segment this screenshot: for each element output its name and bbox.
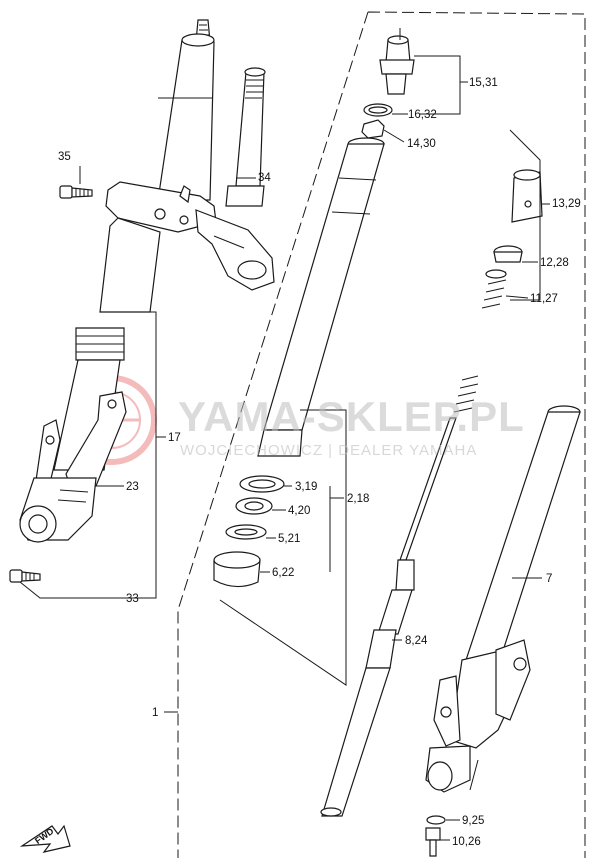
callout-17: 17 <box>168 432 181 444</box>
callout-1: 1 <box>152 707 159 719</box>
callout-15-31: 15,31 <box>469 77 498 89</box>
left-fork-assembly <box>19 19 275 543</box>
callout-7: 7 <box>546 573 553 585</box>
callout-11-27: 11,27 <box>530 293 558 305</box>
callout-34: 34 <box>258 172 271 184</box>
bolt-10-26 <box>425 827 441 857</box>
assembly-outline <box>177 11 586 858</box>
callout-8-24: 8,24 <box>405 635 428 647</box>
outer-tube-7 <box>425 405 581 793</box>
bolt-35 <box>59 185 93 199</box>
damper-assembly <box>320 129 543 817</box>
fwd-arrow-icon <box>19 824 71 853</box>
callout-6-22: 6,22 <box>272 567 295 579</box>
watermark-subtitle: WOJCIECHOWICZ | DEALER YAMAHA <box>180 442 478 459</box>
callout-3-19: 3,19 <box>295 481 318 493</box>
callout-10-26: 10,26 <box>452 836 481 848</box>
callout-13-29: 13,29 <box>552 198 581 210</box>
leader-lines <box>19 55 550 841</box>
callout-12-28: 12,28 <box>540 257 569 269</box>
callout-35: 35 <box>58 151 71 163</box>
callout-23: 23 <box>126 481 139 493</box>
watermark-title: YAMA-SKLEP.PL <box>178 393 525 440</box>
callout-2-18: 2,18 <box>347 493 370 505</box>
callout-16-32: 16,32 <box>408 109 437 121</box>
washer-9-25 <box>426 815 446 825</box>
callout-4-20: 4,20 <box>288 505 311 517</box>
callout-14-30: 14,30 <box>407 138 436 150</box>
bolt-33 <box>9 569 41 583</box>
callout-9-25: 9,25 <box>462 815 485 827</box>
inner-tube-assembly <box>213 28 415 686</box>
callout-5-21: 5,21 <box>278 533 301 545</box>
callout-33: 33 <box>126 593 139 605</box>
